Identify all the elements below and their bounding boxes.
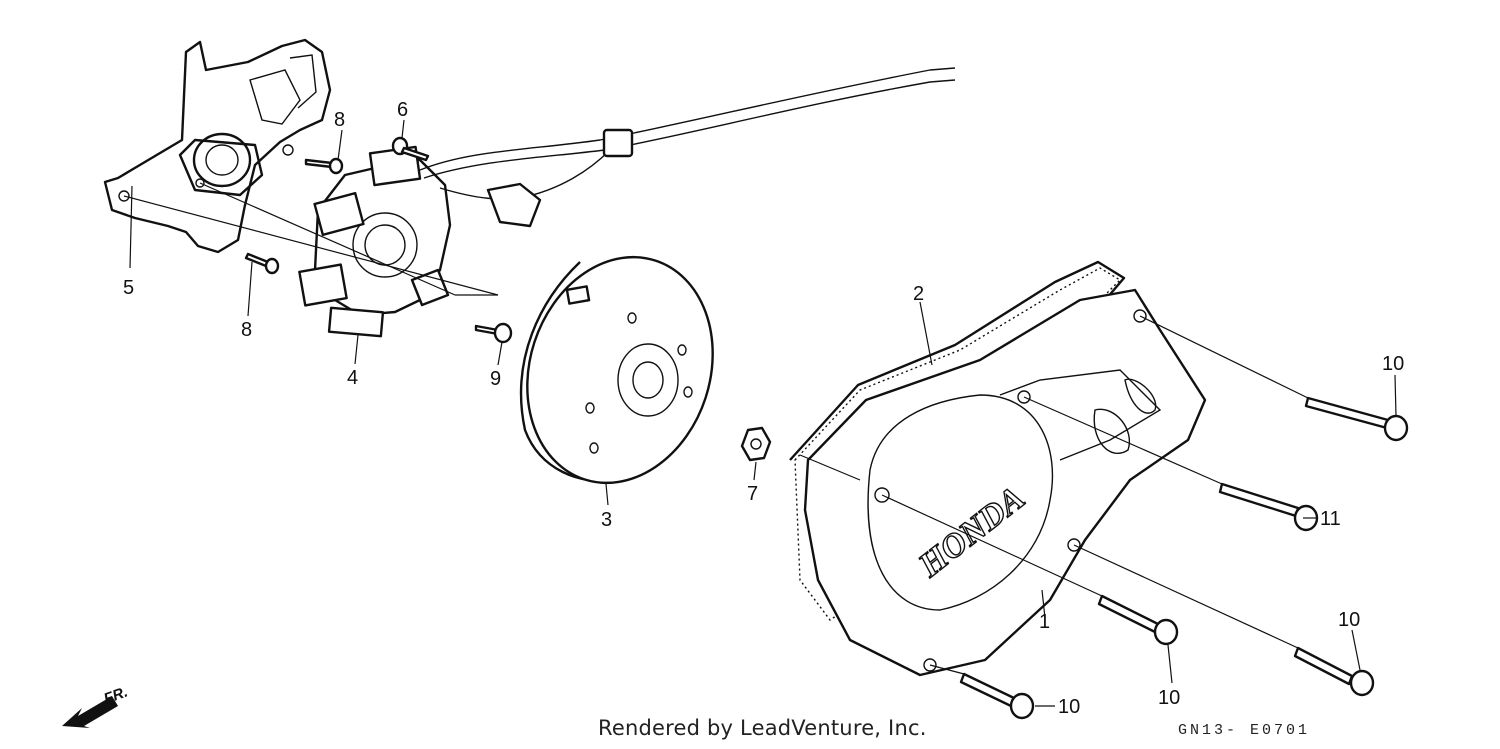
figure-code: GN13- E0701 (1178, 722, 1311, 739)
callout-2: 2 (913, 283, 924, 305)
bolt-10-c (1293, 646, 1375, 697)
callout-labels: 5 8 8 6 4 9 3 7 2 1 10 11 10 10 10 (123, 99, 1404, 718)
callout-7: 7 (747, 483, 758, 505)
part-4-stator (298, 145, 452, 338)
callout-6: 6 (397, 99, 408, 121)
callout-10-c: 10 (1158, 687, 1180, 709)
bolt-8-upper (304, 157, 344, 175)
callout-10-d: 10 (1058, 696, 1080, 718)
bolt-9 (474, 322, 513, 344)
bolt-10-b (1097, 594, 1179, 646)
callout-8-upper: 8 (334, 109, 345, 131)
front-label: FR. (102, 684, 131, 708)
bolt-11 (1218, 482, 1319, 532)
nut-7 (740, 426, 772, 462)
wiring-harness (419, 67, 956, 228)
callout-4: 4 (347, 367, 358, 389)
front-direction-arrow: FR. (62, 684, 130, 728)
callout-10-b: 10 (1338, 609, 1360, 631)
part-3-flywheel (520, 255, 714, 485)
part-1-left-crankcase-cover: HONDA (803, 288, 1207, 677)
part-5-mounting-plate (103, 38, 332, 254)
part-2-gasket (789, 260, 1126, 621)
bolt-10-a (1304, 396, 1409, 442)
callout-3: 3 (601, 509, 612, 531)
callout-5: 5 (123, 277, 134, 299)
render-credit: Rendered by LeadVenture, Inc. (598, 716, 927, 740)
callout-9: 9 (490, 368, 501, 390)
callout-10-a: 10 (1382, 353, 1404, 375)
bolt-6 (391, 136, 430, 162)
bolt-10-d (959, 672, 1035, 720)
callout-1: 1 (1039, 611, 1050, 633)
arrow-icon (62, 696, 118, 728)
callout-11: 11 (1320, 508, 1341, 530)
leader-lines (123, 119, 1397, 707)
bolt-8-lower (244, 252, 280, 275)
callout-8-lower: 8 (241, 319, 252, 341)
